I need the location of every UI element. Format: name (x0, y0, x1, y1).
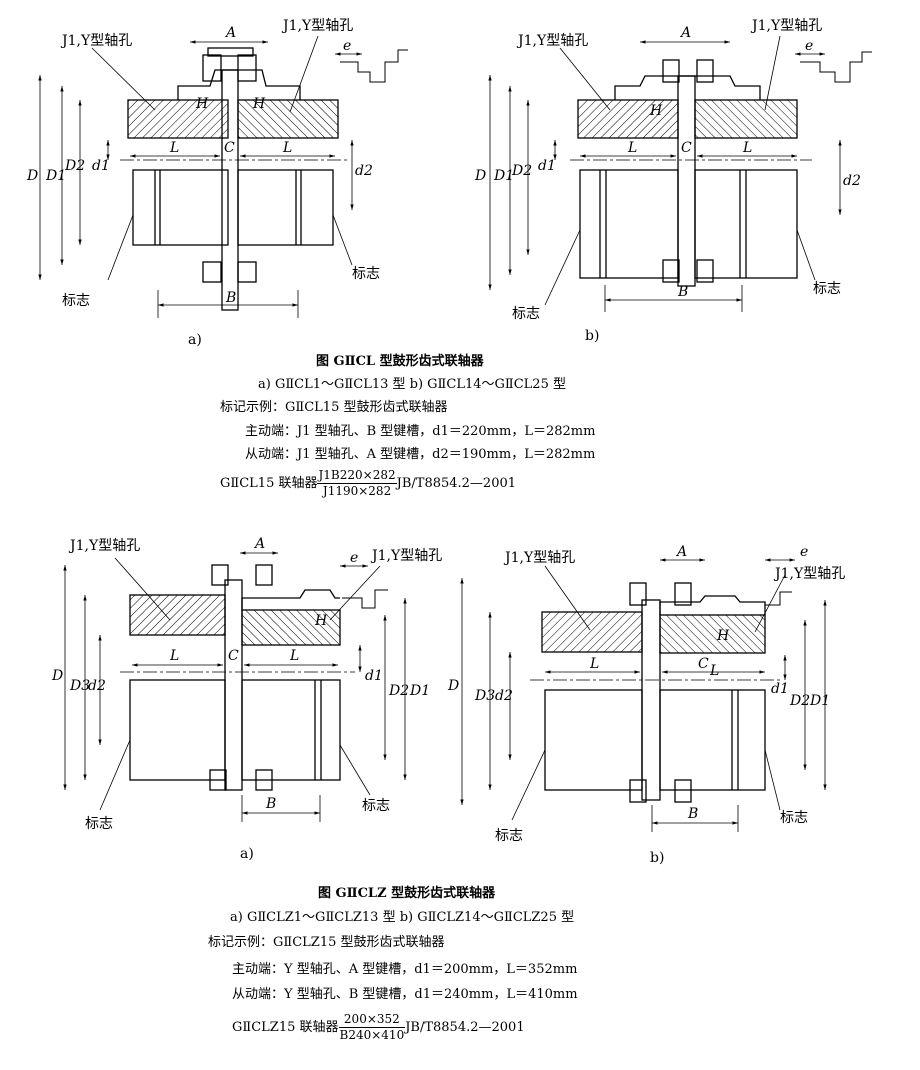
drive-end-spec: 主动端：Y 型轴孔、A 型键槽，d1＝200mm，L＝352mm (232, 962, 578, 977)
mark-label-right: 标志 (362, 798, 390, 814)
label-bore-right: J1,Y型轴孔 (750, 18, 822, 34)
figure-title: 图 GⅡCLZ 型鼓形齿式联轴器 (318, 886, 496, 901)
dim-L-left: L (589, 656, 599, 672)
dim-D1: D1 (409, 683, 430, 699)
drive-end-spec: 主动端：J1 型轴孔、B 型键槽，d1＝220mm，L＝282mm (245, 424, 596, 439)
sub-letter-b: b) (650, 850, 664, 866)
sub-letter-a: a) (188, 332, 202, 348)
mark-label-left: 标志 (85, 816, 113, 832)
formula-numerator: J1B220×282 (317, 468, 397, 484)
mark-label-right: 标志 (780, 810, 808, 826)
dim-e: e (343, 38, 351, 54)
dim-d2: d2 (88, 678, 106, 694)
dim-H: H (649, 103, 663, 119)
driven-end-spec: 从动端：J1 型轴孔、A 型键槽，d2＝190mm，L＝282mm (245, 447, 596, 462)
dim-D: D (51, 668, 63, 684)
dim-A: A (224, 25, 236, 41)
formula-prefix: GⅡCL15 联轴器 (220, 476, 318, 491)
drawing-bottom-left (63, 551, 407, 822)
dim-d2: d2 (495, 688, 513, 704)
label-bore-left: J1,Y型轴孔 (68, 538, 140, 554)
dim-B: B (687, 806, 698, 822)
dim-C: C (681, 140, 692, 156)
dim-d1: d1 (365, 668, 383, 684)
dim-D2: D2 (64, 158, 85, 174)
dim-D: D (26, 168, 38, 184)
formula-suffix: JB/T8854.2—2001 (405, 1020, 525, 1035)
formula-denominator: J1190×282 (322, 484, 392, 498)
mark-label-left: 标志 (512, 306, 540, 322)
dim-C: C (224, 140, 235, 156)
drawing-bottom-right (460, 558, 827, 832)
dim-B: B (265, 796, 276, 812)
sub-letter-b: b) (585, 328, 599, 344)
dim-e: e (350, 550, 358, 566)
mark-label-right: 标志 (813, 281, 841, 297)
dim-L-right: L (282, 140, 292, 156)
example-heading: 标记示例：GⅡCL15 型鼓形齿式联轴器 (220, 400, 448, 415)
example-heading: 标记示例：GⅡCLZ15 型鼓形齿式联轴器 (208, 935, 445, 950)
dim-A: A (675, 544, 687, 560)
dim-e: e (800, 544, 808, 560)
dim-D2: D2 (388, 683, 409, 699)
figure-subtitle: a) GⅡCL1～GⅡCL13 型 b) GⅡCL14～GⅡCL25 型 (258, 377, 566, 392)
dim-d1: d1 (771, 681, 789, 697)
dim-D2: D2 (511, 163, 532, 179)
dim-D1: D1 (809, 693, 830, 709)
dim-B: B (225, 290, 236, 306)
dim-L-right: L (709, 663, 719, 679)
figure-title: 图 GⅡCL 型鼓形齿式联轴器 (316, 354, 484, 369)
dim-e: e (805, 38, 813, 54)
mark-label-right: 标志 (352, 266, 380, 282)
label-bore-right: J1,Y型轴孔 (370, 548, 442, 564)
dim-D: D (447, 678, 459, 694)
dim-C: C (228, 648, 239, 664)
dim-H: H (314, 613, 328, 629)
drawing-top-right (488, 35, 872, 312)
dim-d1: d1 (538, 158, 556, 174)
dim-D3: D3 (69, 678, 90, 694)
dim-H-left: H (195, 96, 209, 112)
drawing-top-left (38, 35, 408, 318)
formula-suffix: JB/T8854.2—2001 (396, 476, 517, 491)
formula-prefix: GⅡCLZ15 联轴器 (232, 1020, 339, 1035)
dim-D3: D3 (474, 688, 495, 704)
driven-end-spec: 从动端：Y 型轴孔、B 型键槽，d1＝240mm，L＝410mm (232, 987, 578, 1002)
dim-D1: D1 (493, 168, 514, 184)
figure-subtitle: a) GⅡCLZ1～GⅡCLZ13 型 b) GⅡCLZ14～GⅡCLZ25 型 (230, 910, 575, 925)
dim-d1: d1 (92, 158, 110, 174)
dim-A: A (253, 536, 265, 552)
formula-denominator: B240×410 (339, 1028, 405, 1042)
sub-letter-a: a) (240, 846, 254, 862)
dim-L-left: L (169, 140, 179, 156)
dim-A: A (679, 25, 691, 41)
dim-L-left: L (169, 648, 179, 664)
mark-label-left: 标志 (495, 828, 523, 844)
dim-H-right: H (252, 96, 266, 112)
label-bore-right: J1,Y型轴孔 (773, 566, 845, 582)
label-bore-left: J1,Y型轴孔 (516, 33, 588, 49)
dim-D1: D1 (45, 168, 66, 184)
dim-C: C (698, 656, 709, 672)
mark-label-left: 标志 (62, 293, 90, 309)
dim-d2: d2 (843, 173, 861, 189)
dim-d2: d2 (355, 163, 373, 179)
dim-L-right: L (742, 140, 752, 156)
dim-L-right: L (289, 648, 299, 664)
label-bore-left: J1,Y型轴孔 (60, 33, 132, 49)
formula-numerator: 200×352 (338, 1012, 406, 1028)
label-bore-left: J1,Y型轴孔 (503, 550, 575, 566)
dim-D: D (474, 168, 486, 184)
dim-D2: D2 (789, 693, 810, 709)
dim-L-left: L (627, 140, 637, 156)
dim-H: H (716, 628, 730, 644)
dim-B: B (677, 284, 688, 300)
label-bore-right: J1,Y型轴孔 (281, 18, 353, 34)
